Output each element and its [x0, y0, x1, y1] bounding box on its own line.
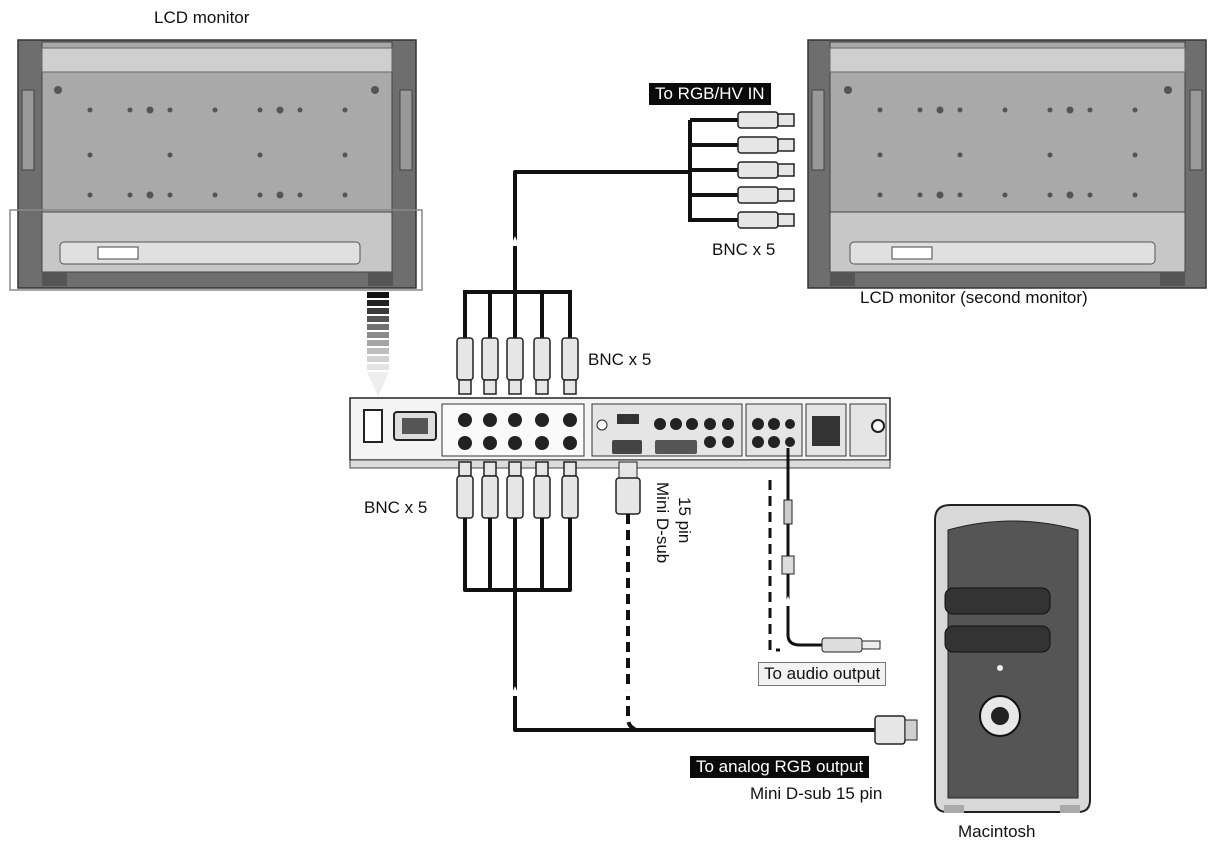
lcd-monitor-second [807, 39, 1207, 289]
arrow-up-marker-dsub [624, 686, 632, 696]
zoom-arrow [367, 292, 389, 396]
to-audio-output-label: To audio output [758, 662, 887, 686]
bnc-connectors-second-monitor [737, 111, 795, 229]
macintosh-computer [934, 504, 1091, 813]
cable-bnc-top-bundle [463, 290, 572, 340]
to-analog-rgb-output-label: To analog RGB output [690, 756, 870, 778]
mini-dsub-connector [874, 715, 918, 745]
cable-mini-dsub [615, 461, 875, 732]
arrow-up-marker-lower [511, 686, 519, 696]
cable-bnc-to-second-monitor [513, 118, 738, 292]
arrow-up-marker-audio [784, 596, 792, 606]
lcd-monitor-second-label: LCD monitor (second monitor) [860, 288, 1088, 307]
bnc-connectors-top [456, 337, 579, 395]
lcd-monitor-label: LCD monitor [154, 8, 250, 27]
lcd-monitor-left [9, 39, 423, 291]
bnc-x5-label-middle: BNC x 5 [588, 350, 652, 369]
mini-dsub-15pin-label: Mini D-sub 15 pin [750, 784, 883, 803]
arrow-up-marker [511, 236, 519, 246]
macintosh-label: Macintosh [958, 822, 1036, 841]
rear-connector-panel [349, 397, 891, 469]
bnc-x5-label-right: BNC x 5 [712, 240, 776, 259]
mini-dsub-vertical-label-2: 15 pin [675, 497, 694, 544]
mini-dsub-vertical-label-1: Mini D-sub [653, 482, 672, 564]
cable-audio [768, 448, 881, 653]
bnc-x5-label-left: BNC x 5 [364, 498, 428, 517]
bnc-connectors-bottom [456, 461, 579, 519]
to-rgb-hv-in-label: To RGB/HV IN [649, 83, 771, 105]
